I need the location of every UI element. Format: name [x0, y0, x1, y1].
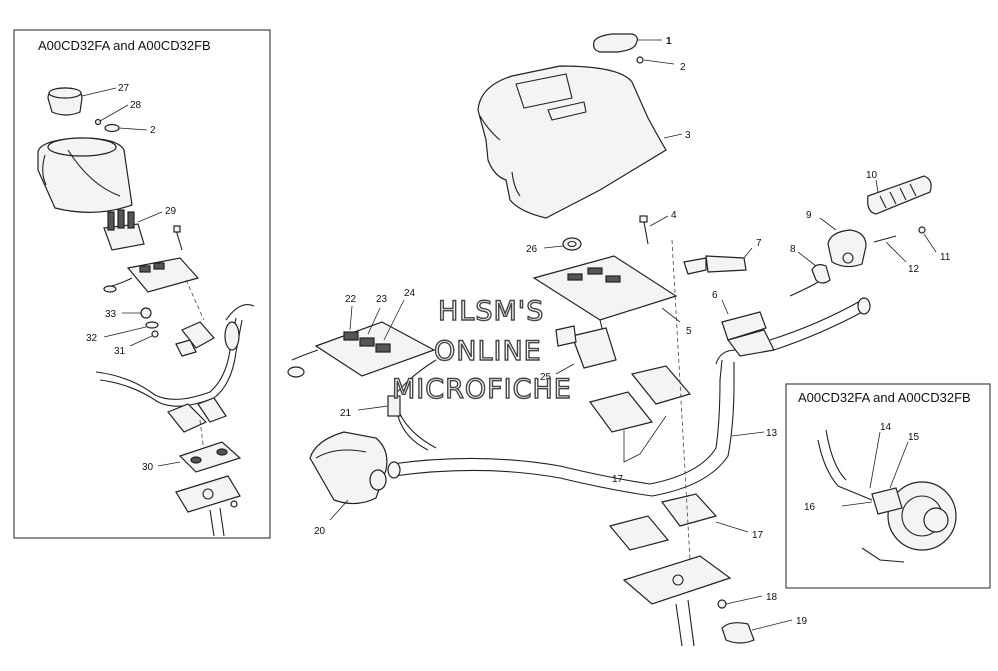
part-10-grip: [867, 175, 932, 215]
callout-19: 19: [796, 616, 808, 627]
part-6-brake-master: [721, 281, 871, 357]
callout-27: 27: [118, 83, 130, 94]
callout-1: 1: [666, 36, 672, 47]
part-27-cap: [47, 87, 83, 116]
right-inset: A00CD32FA and A00CD32FB 14 15 16: [785, 383, 991, 589]
part-8-collar: [811, 264, 831, 284]
part-25-switch: [571, 327, 617, 369]
callout-31: 31: [114, 346, 126, 357]
watermark-line-2: ONLINE: [433, 335, 542, 367]
callout-26: 26: [526, 244, 538, 255]
part-13-handlebar: [387, 349, 737, 497]
part-17-clamps-upper: [588, 365, 692, 433]
base-plate: [622, 555, 732, 605]
part-2-screw: [636, 56, 644, 64]
pod-housing: [37, 137, 133, 213]
part-32-washer: [145, 321, 159, 329]
callout-13: 13: [766, 428, 778, 439]
switch-plate: [103, 257, 200, 293]
watermark-line-1: HLSM'S: [437, 295, 545, 327]
callout-2: 2: [680, 62, 686, 73]
callout-11: 11: [940, 252, 951, 263]
main-diagram: 1 2 3 4 26 5: [287, 33, 951, 647]
part-9-throttle-housing: [827, 229, 867, 268]
callout-25: 25: [540, 372, 552, 383]
part-18-nut: [717, 599, 727, 609]
right-inset-frame: [785, 383, 991, 589]
left-inset-frame: [13, 29, 271, 539]
callout-8: 8: [790, 244, 796, 255]
watermark-line-3: MICROFICHE: [391, 373, 572, 405]
callout-12: 12: [908, 264, 920, 275]
part-7-switch: [705, 255, 747, 273]
callout-16: 16: [804, 502, 816, 513]
part-33-nut: [140, 307, 152, 319]
callout-17b: 17: [752, 530, 764, 541]
callout-33: 33: [105, 309, 117, 320]
callout-15: 15: [908, 432, 920, 443]
callout-30: 30: [142, 462, 154, 473]
callout-4: 4: [671, 210, 677, 221]
callout-32: 32: [86, 333, 98, 344]
part-29-bracket: [103, 209, 145, 251]
part-28-screw: [94, 118, 102, 126]
left-inset-title: A00CD32FA and A00CD32FB: [38, 38, 211, 53]
left-inset: A00CD32FA and A00CD32FB 27 28 2: [13, 29, 271, 539]
inset-clamp-lower: [167, 403, 208, 433]
part-12-screw: [873, 235, 897, 243]
callout-23: 23: [376, 294, 388, 305]
right-inset-title: A00CD32FA and A00CD32FB: [798, 390, 971, 405]
callout-10: 10: [866, 170, 878, 181]
part-31-bolt: [151, 330, 159, 338]
part-3-pod-cover: [477, 65, 667, 219]
part-2-washer: [104, 123, 120, 133]
callout-21: 21: [340, 408, 352, 419]
callout-7: 7: [756, 238, 762, 249]
part-16-caliper: [871, 487, 903, 515]
part-26-grommet: [562, 237, 582, 251]
part-5-bracket: [532, 255, 678, 337]
brake-rotor: [887, 481, 957, 551]
callout-24: 24: [404, 288, 416, 299]
part-30-riser: [178, 441, 242, 473]
callout-14: 14: [880, 422, 892, 433]
callout-9: 9: [806, 210, 812, 221]
callout-29: 29: [165, 206, 177, 217]
callout-6: 6: [712, 290, 718, 301]
callout-18: 18: [766, 592, 778, 603]
callout-5: 5: [686, 326, 692, 337]
part-11-screw: [918, 226, 926, 234]
callout-2-inset: 2: [150, 125, 156, 136]
inset-base-plate: [175, 475, 241, 513]
part-20-switch-housing: [309, 431, 388, 505]
part-17-clamps-lower: [608, 493, 718, 551]
part-19-clip: [721, 622, 755, 644]
callout-20: 20: [314, 526, 326, 537]
callout-17a: 17: [612, 474, 624, 485]
callout-28: 28: [130, 100, 142, 111]
switch-panel: [287, 321, 436, 378]
part-4-bolt: [643, 221, 649, 245]
callout-3: 3: [685, 130, 691, 141]
callout-22: 22: [345, 294, 357, 305]
part-1-pad: [593, 33, 638, 53]
